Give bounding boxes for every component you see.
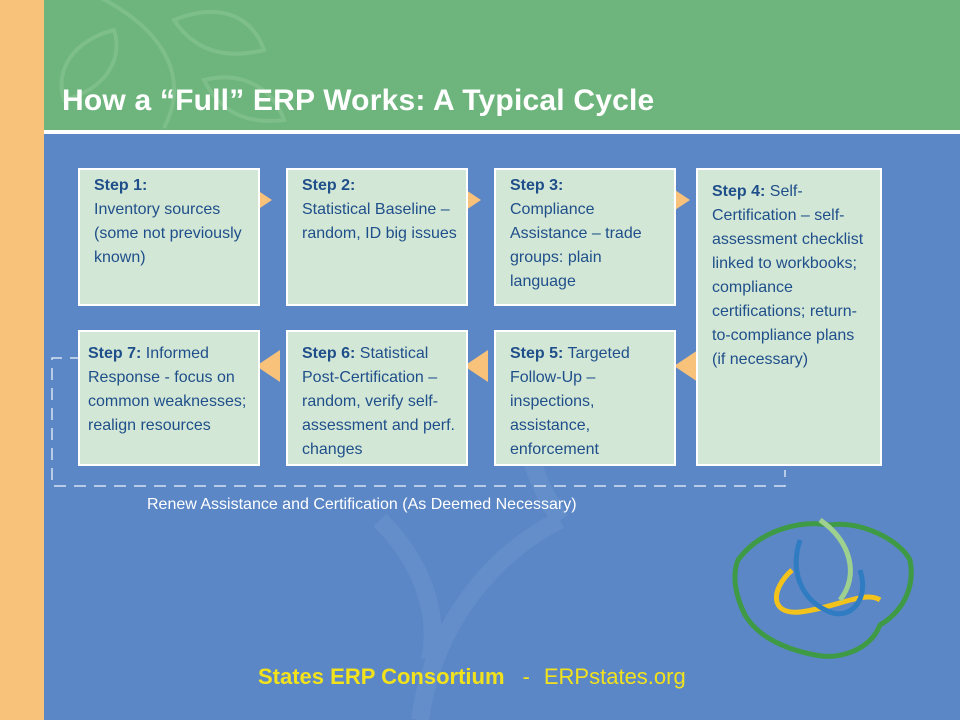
step-label: Step 5: xyxy=(510,345,564,362)
step-text: Inventory sources (some not previously k… xyxy=(94,201,242,266)
step-label: Step 2: xyxy=(302,177,356,194)
footer-url: ERPstates.org xyxy=(543,664,686,689)
step-text: Statistical Baseline – random, ID big is… xyxy=(302,201,457,242)
step-text: Compliance Assistance – trade groups: pl… xyxy=(510,201,642,290)
arrow-step6-to-step7 xyxy=(256,350,280,382)
step-7-box: Step 7: Informed Response - focus on com… xyxy=(78,330,260,466)
leaf-decoration xyxy=(59,0,287,129)
step-text: Targeted Follow-Up – inspections, assist… xyxy=(510,345,630,458)
footer: States ERP Consortium-ERPstates.org xyxy=(258,664,686,690)
step-text: Statistical Post-Certification – random,… xyxy=(302,345,455,458)
footer-separator: - xyxy=(522,664,530,689)
renew-label: Renew Assistance and Certification (As D… xyxy=(147,496,577,513)
step-label: Step 3: xyxy=(510,177,564,194)
renew-loop-dashed-line xyxy=(51,357,786,487)
step-label: Step 4: xyxy=(712,183,766,200)
step-3-box: Step 3: Compliance Assistance – trade gr… xyxy=(494,168,676,306)
header-band xyxy=(44,0,960,130)
arrow-step4-to-step5 xyxy=(674,350,698,382)
step-label: Step 6: xyxy=(302,345,356,362)
step-label: Step 7: xyxy=(88,345,142,362)
footer-org-name: States ERP Consortium xyxy=(258,664,505,689)
step-5-box: Step 5: Targeted Follow-Up – inspections… xyxy=(494,330,676,466)
step-label: Step 1: xyxy=(94,177,148,194)
step-2-box: Step 2: Statistical Baseline – random, I… xyxy=(286,168,468,306)
step-4-box: Step 4: Self-Certification – self-assess… xyxy=(696,168,882,466)
step-text: Self-Certification – self-assessment che… xyxy=(712,183,864,368)
erp-logo xyxy=(732,517,914,659)
header-rule xyxy=(44,130,960,134)
step-6-box: Step 6: Statistical Post-Certification –… xyxy=(286,330,468,466)
step-1-box: Step 1: Inventory sources (some not prev… xyxy=(78,168,260,306)
step-text: Informed Response - focus on common weak… xyxy=(88,345,247,434)
slide-title: How a “Full” ERP Works: A Typical Cycle xyxy=(62,84,655,117)
left-accent-strip xyxy=(0,0,44,720)
arrow-step5-to-step6 xyxy=(464,350,488,382)
